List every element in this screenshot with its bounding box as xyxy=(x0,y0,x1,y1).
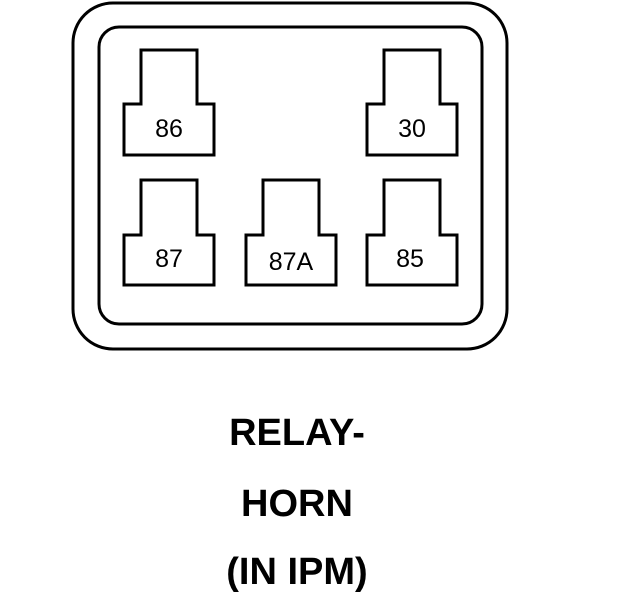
terminal-85-outline xyxy=(365,178,459,287)
caption-line-1: RELAY- xyxy=(229,412,365,454)
terminal-87a-outline xyxy=(244,178,338,287)
terminal-86: 86 xyxy=(122,48,216,157)
terminal-30-outline xyxy=(365,48,459,157)
terminal-87a-label: 87A xyxy=(269,248,314,276)
terminal-85: 85 xyxy=(365,178,459,287)
terminal-30-label: 30 xyxy=(398,115,426,143)
terminal-86-label: 86 xyxy=(155,115,183,143)
terminal-87-outline xyxy=(122,178,216,287)
terminal-85-label: 85 xyxy=(396,245,424,273)
terminal-86-outline xyxy=(122,48,216,157)
caption-line-2: HORN xyxy=(241,483,353,525)
relay-outer-housing xyxy=(71,1,509,351)
relay-inner-housing xyxy=(97,25,484,326)
terminal-87a: 87A xyxy=(244,178,338,287)
terminal-87: 87 xyxy=(122,178,216,287)
terminal-30: 30 xyxy=(365,48,459,157)
caption-line-3: (IN IPM) xyxy=(226,551,368,593)
terminal-87-label: 87 xyxy=(155,245,183,273)
